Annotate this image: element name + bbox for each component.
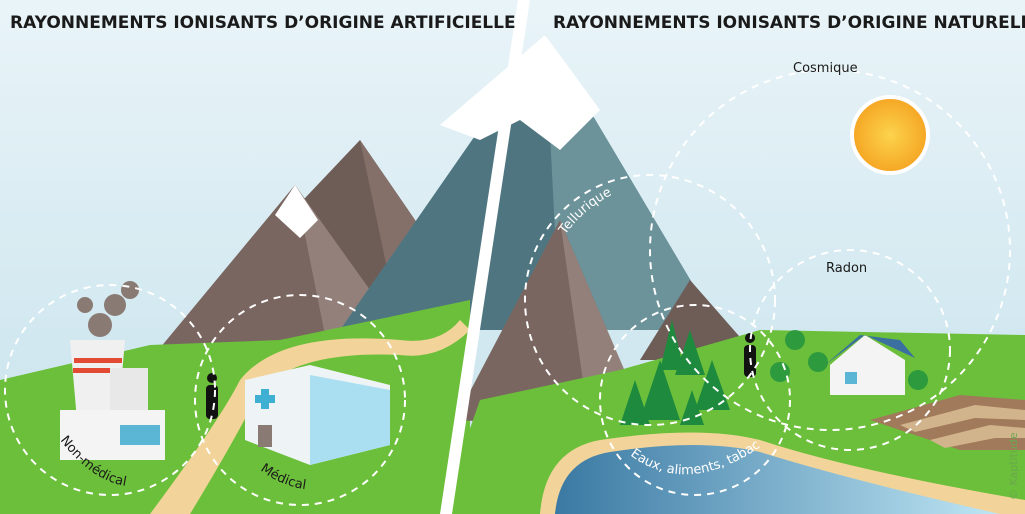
right-title: RAYONNEMENTS IONISANTS D’ORIGINE NATUREL… — [553, 13, 1025, 33]
left-title: RAYONNEMENTS IONISANTS D’ORIGINE ARTIFIC… — [10, 13, 516, 33]
nuclear-plant — [60, 281, 165, 460]
label-cosmique: Cosmique — [793, 61, 858, 76]
field — [870, 395, 1025, 450]
person-icon — [206, 373, 218, 419]
hospital — [245, 365, 390, 465]
mountain-center — [340, 35, 720, 330]
label-radon: Radon — [826, 261, 867, 276]
path-left — [150, 320, 470, 514]
credit: © Kaptitude — [1007, 432, 1020, 500]
divider — [440, 0, 530, 514]
lake — [555, 445, 1000, 514]
person-icon — [744, 333, 756, 377]
sun-icon — [850, 95, 930, 175]
house — [825, 335, 915, 395]
forest — [620, 320, 730, 425]
radiation-zones — [4, 69, 1011, 506]
